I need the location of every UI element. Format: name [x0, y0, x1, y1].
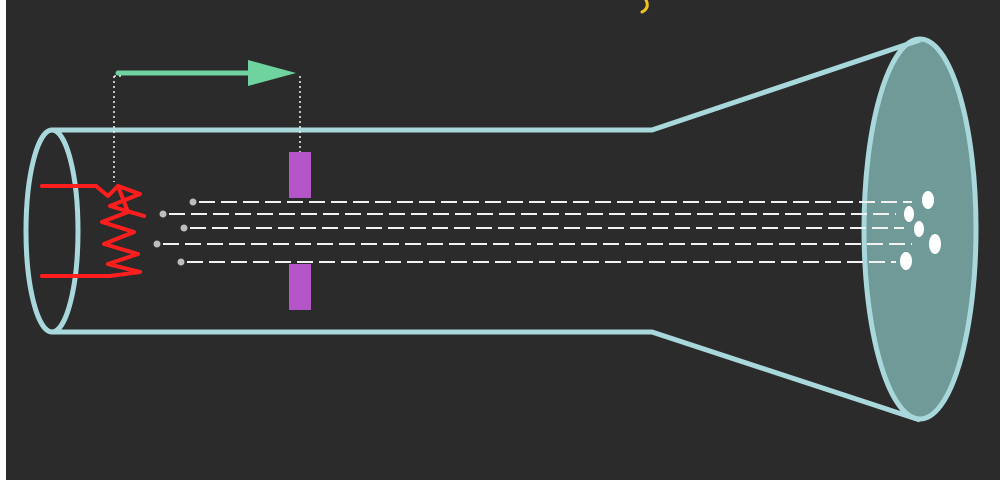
heated-filament [40, 184, 146, 278]
screen-spot-1 [922, 191, 934, 209]
direction-arrow [115, 60, 296, 86]
chalk-mark [640, 0, 649, 14]
screen-spot-3 [914, 221, 924, 237]
screen-spots [900, 191, 941, 270]
deflection-plate-lower [289, 264, 311, 310]
chalkboard-background [6, 0, 1000, 480]
tube-lower-edge [52, 329, 921, 423]
cathode-rays [153, 198, 912, 266]
tube-upper-edge [52, 37, 921, 133]
ray-origin-dot [180, 224, 188, 232]
ray-origin-dot [189, 198, 197, 206]
ray-origin-dot [153, 240, 161, 248]
screen-spot-4 [929, 234, 941, 254]
guide-lines [113, 75, 301, 182]
screen-spot-5 [900, 252, 912, 270]
tube-rear-end [23, 127, 81, 335]
screen-spot-2 [904, 206, 914, 222]
deflection-plate-upper [289, 152, 311, 198]
ray-origin-dot [177, 258, 185, 266]
ray-origin-dot [159, 210, 167, 218]
